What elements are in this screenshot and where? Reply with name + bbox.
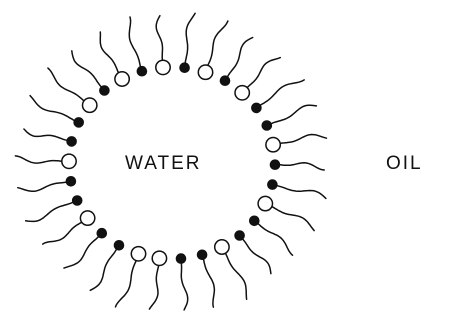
hydrocarbon-tail <box>278 186 326 199</box>
surfactant-molecule <box>26 196 82 222</box>
filled-head-group <box>114 241 124 251</box>
hydrocarbon-tail <box>208 21 228 65</box>
filled-head-group <box>72 196 82 206</box>
filled-head-group <box>270 160 280 170</box>
hydrocarbon-tail <box>64 237 98 268</box>
filled-head-group <box>180 63 190 73</box>
hydrocarbon-tail <box>149 266 158 309</box>
filled-head-group <box>235 231 245 241</box>
hydrocarbon-tail <box>18 182 66 191</box>
open-head-group <box>258 196 272 210</box>
surfactant-molecule <box>262 105 316 130</box>
open-head-group <box>80 211 94 225</box>
hydrocarbon-tail <box>24 129 67 140</box>
hydrocarbon-tail <box>116 261 137 307</box>
open-head-group <box>198 65 212 79</box>
hydrocarbon-tail <box>272 105 317 123</box>
open-head-group <box>156 60 170 74</box>
hydrocarbon-tail <box>281 135 327 144</box>
surfactant-molecule <box>258 196 314 230</box>
hydrocarbon-tail <box>129 17 140 66</box>
surfactant-molecule <box>215 240 247 299</box>
filled-head-group <box>220 76 230 86</box>
open-head-group <box>215 240 229 254</box>
surfactant-molecule <box>24 129 76 146</box>
surfactant-molecule <box>220 38 253 86</box>
surfactant-molecule <box>90 241 123 291</box>
hydrocarbon-tail <box>181 264 187 310</box>
open-head-group <box>131 247 145 261</box>
surfactant-molecule <box>116 247 146 307</box>
surfactant-molecule <box>197 250 214 307</box>
surfactant-molecule <box>129 17 146 76</box>
surfactant-molecule <box>270 160 324 170</box>
open-head-group <box>235 86 249 100</box>
hydrocarbon-tail <box>26 203 73 222</box>
surfactant-molecule <box>235 231 271 274</box>
surfactant-molecule <box>235 58 280 100</box>
hydrocarbon-tail <box>248 58 281 88</box>
hydrocarbon-tail <box>156 16 162 60</box>
hydrocarbon-tail <box>100 32 118 72</box>
surfactant-molecule <box>266 135 327 152</box>
surfactant-molecule <box>149 251 166 309</box>
surfactant-molecule <box>64 228 107 268</box>
open-head-group <box>266 138 280 152</box>
surfactant-molecule <box>48 68 97 112</box>
open-head-group <box>62 154 76 168</box>
surfactant-molecule <box>18 177 76 192</box>
surfactant-molecule <box>100 32 129 86</box>
filled-head-group <box>97 228 107 238</box>
surfactant-molecule <box>268 180 326 199</box>
filled-head-group <box>67 137 77 147</box>
surfactant-molecule <box>180 13 195 72</box>
surfactant-molecule <box>43 211 95 244</box>
hydrocarbon-tail <box>226 254 247 300</box>
filled-head-group <box>100 86 110 96</box>
surfactant-molecule <box>250 216 293 255</box>
surfactant-molecule <box>72 51 109 95</box>
hydrocarbon-tail <box>261 80 305 105</box>
hydrocarbon-tail <box>243 240 271 274</box>
hydrocarbon-tail <box>15 156 61 163</box>
filled-head-group <box>137 66 147 76</box>
filled-head-group <box>66 177 76 187</box>
hydrocarbon-tail <box>90 250 116 290</box>
filled-head-group <box>262 121 272 131</box>
open-head-group <box>152 251 166 265</box>
surfactant-molecule <box>198 21 228 79</box>
filled-head-group <box>74 118 84 128</box>
hydrocarbon-tail <box>72 51 101 87</box>
hydrocarbon-tail <box>30 96 74 121</box>
surfactant-molecule <box>176 254 188 310</box>
filled-head-group <box>176 254 186 264</box>
filled-head-group <box>250 216 260 226</box>
surfactant-molecule <box>30 96 83 128</box>
hydrocarbon-tail <box>228 38 253 77</box>
filled-head-group <box>252 103 262 113</box>
water-label: WATER <box>125 153 202 174</box>
hydrocarbon-tail <box>204 260 215 307</box>
hydrocarbon-tail <box>185 13 195 62</box>
hydrocarbon-tail <box>280 163 324 170</box>
surfactant-molecule <box>15 154 76 168</box>
filled-head-group <box>197 250 207 260</box>
surfactant-molecule <box>156 16 170 75</box>
surfactant-molecule <box>252 80 305 113</box>
hydrocarbon-tail <box>48 68 84 101</box>
hydrocarbon-tail <box>259 224 293 255</box>
filled-head-group <box>268 180 278 190</box>
oil-label: OIL <box>386 153 423 174</box>
hydrocarbon-tail <box>43 223 82 245</box>
open-head-group <box>83 98 97 112</box>
open-head-group <box>115 72 129 86</box>
hydrocarbon-tail <box>272 207 314 231</box>
